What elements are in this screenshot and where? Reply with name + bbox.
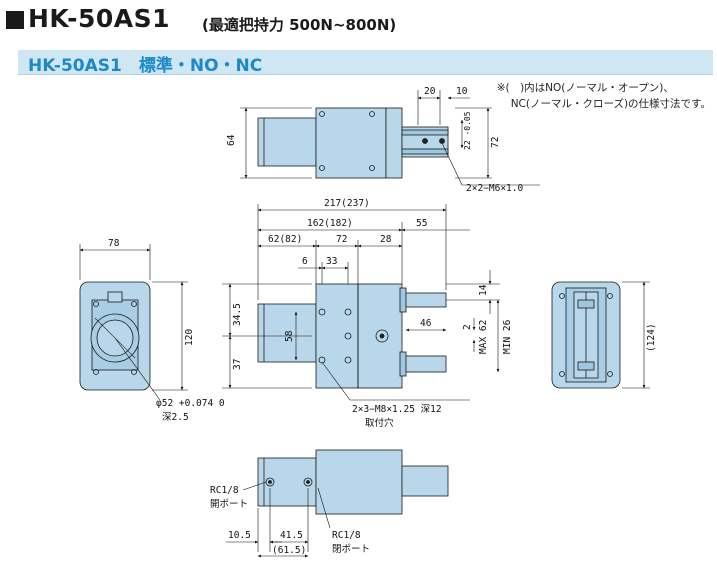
bottom-jaw: [401, 465, 449, 497]
front-body: [315, 283, 359, 389]
left-view-dims: [79, 244, 188, 401]
dim-bottom-41-5: 41.5: [280, 530, 303, 541]
header: HK-50AS1 (最適把持力 500N~800N): [4, 4, 713, 40]
dim-bottom-61-5: (61.5): [272, 545, 306, 556]
dim-front-46: 46: [420, 318, 432, 329]
dim-front-55: 55: [416, 218, 427, 229]
top-body: [315, 107, 387, 179]
dim-top-tap: 2×2−M6×1.0: [466, 183, 523, 194]
dim-front-mount: 2×3−M8×1.25 深12: [352, 404, 442, 415]
grip-force-label: (最適把持力 500N~800N): [202, 16, 397, 34]
dim-front-62: 62(82): [268, 234, 302, 245]
top-view: [257, 107, 449, 179]
dim-front-max62: MAX 62: [478, 320, 489, 354]
dim-front-6: 6: [302, 256, 308, 267]
dim-top-64: 64: [226, 134, 237, 146]
title-square-bullet: [6, 11, 24, 29]
spec-note-line1: ※( )内はNO(ノーマル・オープン)、: [496, 82, 674, 94]
left-view: [79, 281, 151, 391]
dim-left-bore: φ52 +0.074 0: [156, 398, 225, 409]
dim-front-14: 14: [478, 284, 489, 296]
top-cylinder: [257, 117, 317, 167]
top-view-dims: [240, 90, 540, 186]
dim-top-10: 10: [456, 86, 468, 97]
bottom-view: [257, 449, 449, 515]
dim-bottom-port1-label: 開ポート: [210, 499, 248, 510]
spec-note-line2: NC(ノーマル・クローズ)の仕様寸法です。: [510, 98, 711, 110]
dim-top-20: 20: [424, 86, 436, 97]
dim-top-tolerance: 22 -0.05: [463, 111, 472, 150]
section-banner: HK-50AS1 標準・NO・NC: [18, 50, 713, 76]
dim-front-217: 217(237): [324, 198, 370, 209]
dim-front-58: 58: [284, 330, 295, 342]
dim-front-34-5: 34.5: [232, 303, 243, 326]
dim-right-124: (124): [646, 323, 657, 352]
dim-top-72: 72: [490, 137, 501, 148]
bottom-view-dims: [226, 481, 331, 558]
front-jaw-upper: [401, 292, 447, 308]
dim-front-37: 37: [232, 359, 243, 370]
dim-front-72: 72: [336, 234, 347, 245]
section-banner-label: HK-50AS1 標準・NO・NC: [28, 56, 263, 76]
spec-note: ※( )内はNO(ノーマル・オープン)、 NC(ノーマル・クローズ)の仕様寸法で…: [497, 80, 711, 112]
dim-front-162: 162(182): [307, 218, 353, 229]
right-view: [551, 281, 621, 389]
model-title: HK-50AS1: [28, 4, 171, 33]
dim-front-mount-label: 取付穴: [365, 417, 394, 429]
dim-bottom-10-5: 10.5: [228, 530, 251, 541]
dim-bottom-port2: RC1/8: [332, 530, 361, 541]
dim-left-depth: 深2.5: [162, 412, 189, 423]
front-jaw-lower: [401, 355, 447, 373]
right-view-dims: [622, 281, 650, 389]
dim-front-33: 33: [326, 256, 337, 267]
dim-front-28: 28: [380, 234, 392, 245]
dim-bottom-port1: RC1/8: [210, 485, 239, 496]
dim-left-120: 120: [184, 329, 195, 346]
front-cylinder: [257, 303, 317, 363]
front-view: [257, 283, 447, 389]
dim-front-2: 2: [462, 324, 473, 330]
front-view-dims: [222, 204, 500, 401]
dim-left-78: 78: [108, 238, 120, 249]
bottom-body: [315, 449, 403, 515]
dim-front-min26: MIN 26: [502, 319, 513, 354]
dim-bottom-port2-label: 閉ポート: [332, 544, 370, 555]
